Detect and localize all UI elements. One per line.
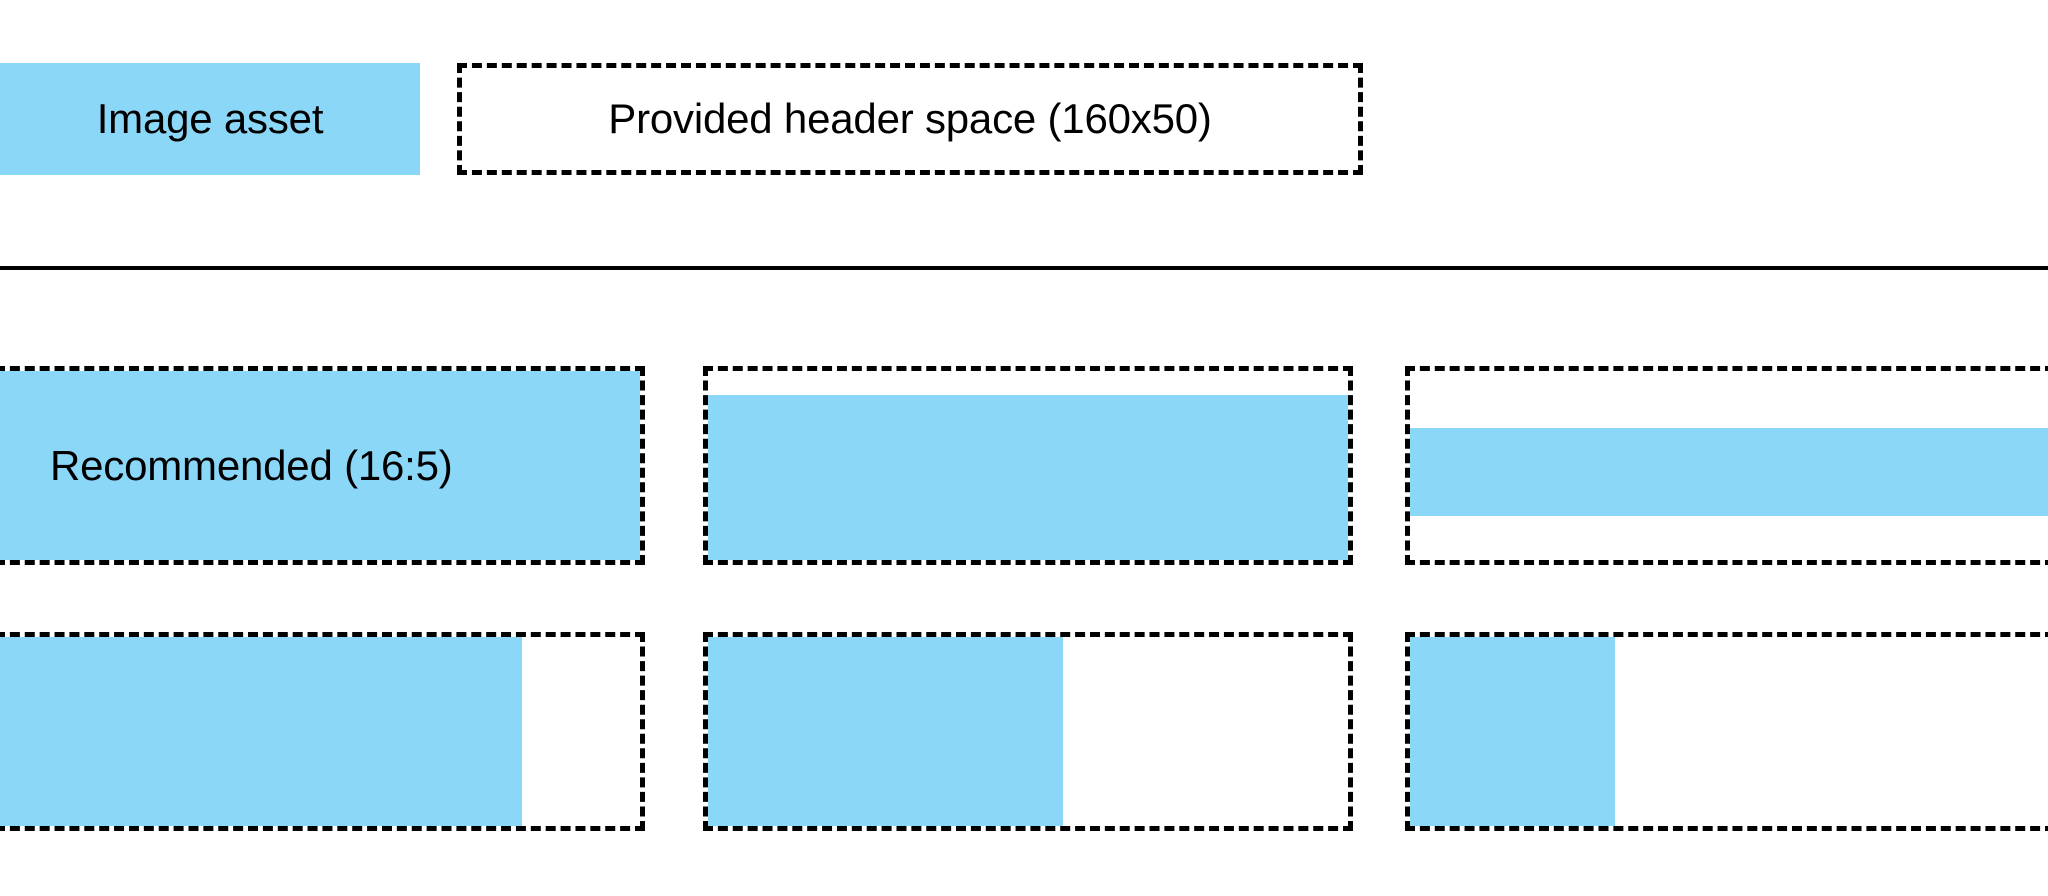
asset-fill	[1410, 637, 1615, 826]
asset-fill	[1410, 428, 2048, 516]
recommended-ratio-label: Recommended (16:5)	[50, 441, 453, 489]
section-divider	[0, 266, 2048, 270]
image-asset-label: Image asset	[96, 95, 324, 142]
ratio-cell-recommended: Recommended (16:5)	[0, 366, 645, 565]
provided-header-space-label: Provided header space (160x50)	[608, 95, 1212, 142]
asset-fill	[708, 395, 1348, 560]
image-asset-swatch: Image asset	[0, 63, 420, 175]
ratio-cell-medium-asset	[703, 632, 1353, 831]
provided-header-space-box: Provided header space (160x50)	[457, 63, 1363, 175]
asset-fill	[0, 637, 522, 826]
ratio-cell-wide-asset	[0, 632, 645, 831]
ratio-cell-thin-band-asset	[1405, 366, 2048, 565]
ratio-cell-shorter-asset	[703, 366, 1353, 565]
asset-fill	[0, 371, 640, 560]
ratio-cell-narrow-asset	[1405, 632, 2048, 831]
asset-fill	[708, 637, 1064, 826]
header-legend-row: Image asset Provided header space (160x5…	[0, 63, 2048, 175]
